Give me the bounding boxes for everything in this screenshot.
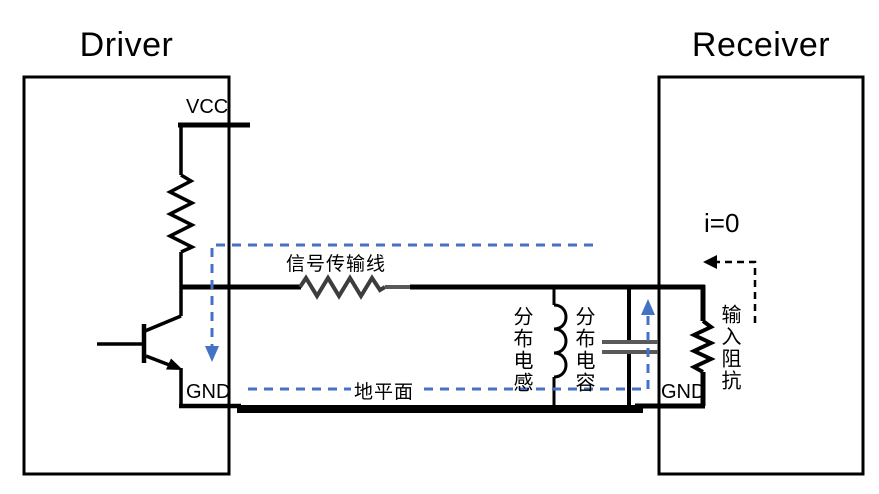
zero-current-arrow-left-icon — [703, 255, 717, 269]
receiver-box — [657, 75, 865, 476]
transistor-collector-lead — [144, 314, 182, 333]
vcc-label: VCC — [186, 96, 229, 118]
distributed-capacitance-label: 分布电容 — [572, 306, 594, 394]
return-arrow-up-icon — [641, 299, 655, 315]
return-arrow-down-icon — [205, 346, 219, 362]
ground-plane-label: 地平面 — [351, 377, 418, 404]
driver-gnd-label: GND — [186, 381, 231, 403]
driver-box — [22, 75, 231, 476]
inductor-coil — [553, 303, 568, 379]
transmission-line-resistor — [298, 274, 387, 300]
zero-current-dashed — [716, 260, 757, 323]
return-path-top-dashed — [210, 243, 593, 346]
driver-title: Driver — [79, 26, 174, 64]
receiver-title: Receiver — [691, 26, 831, 64]
input-impedance-label: 输入阻抗 — [718, 304, 740, 392]
distributed-inductance-label: 分布电感 — [510, 306, 532, 394]
pullup-resistor — [166, 173, 197, 254]
signal-line-label: 信号传输线 — [286, 254, 387, 275]
zero-current-label: i=0 — [704, 208, 740, 238]
input-impedance-resistor — [689, 319, 716, 374]
emitter-arrowhead-icon — [166, 358, 183, 370]
transistor-emitter-lead — [145, 354, 173, 368]
receiver-gnd-label: GND — [661, 381, 706, 403]
